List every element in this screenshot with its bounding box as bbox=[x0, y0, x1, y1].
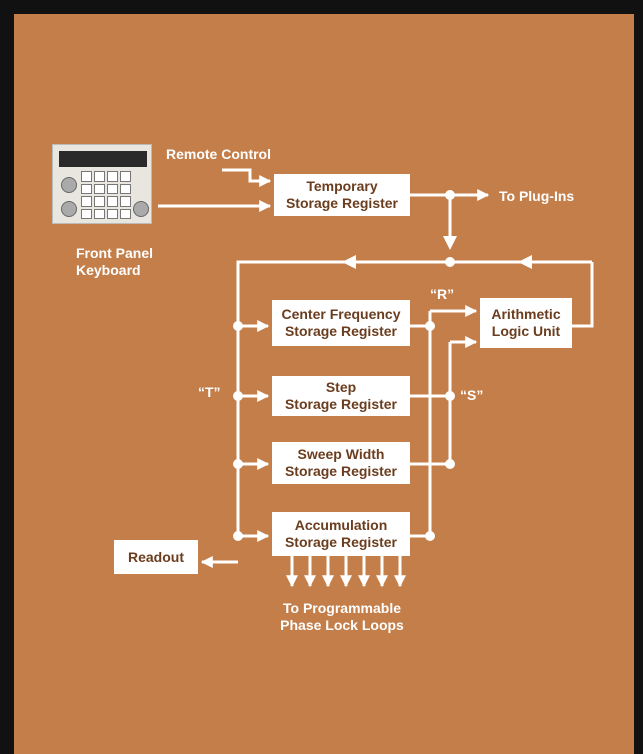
phase-lock-loops-line: Phase Lock Loops bbox=[280, 617, 404, 633]
step-storage-register: Step Storage Register bbox=[272, 376, 410, 416]
sweep-width-line1: Sweep Width bbox=[297, 446, 385, 462]
alu-line1: Arithmetic bbox=[491, 306, 561, 322]
r-label: “R” bbox=[430, 286, 455, 302]
step-line2: Storage Register bbox=[284, 396, 398, 412]
temporary-storage-register: Temporary Storage Register bbox=[274, 174, 410, 216]
center-frequency-line2: Storage Register bbox=[284, 323, 398, 339]
readout-text: Readout bbox=[128, 548, 184, 565]
accumulation-storage-register: Accumulation Storage Register bbox=[272, 512, 410, 556]
sweep-width-line2: Storage Register bbox=[284, 463, 398, 479]
accumulation-line2: Storage Register bbox=[284, 534, 398, 550]
remote-control-label: Remote Control bbox=[166, 146, 271, 162]
phase-lock-loops-label: To Programmable Phase Lock Loops bbox=[262, 600, 422, 634]
center-frequency-line1: Center Frequency bbox=[281, 306, 401, 322]
center-frequency-storage-register: Center Frequency Storage Register bbox=[272, 300, 410, 346]
temporary-line1: Temporary bbox=[306, 178, 378, 194]
front-panel-label: Front Panel Keyboard bbox=[76, 245, 153, 279]
accumulation-line1: Accumulation bbox=[294, 517, 388, 533]
arithmetic-logic-unit: Arithmetic Logic Unit bbox=[480, 298, 572, 348]
front-panel-line: Front Panel bbox=[76, 245, 154, 261]
step-line1: Step bbox=[325, 379, 357, 395]
to-programmable-line: To Programmable bbox=[283, 600, 401, 616]
keyboard-icon bbox=[52, 144, 152, 224]
temporary-line2: Storage Register bbox=[285, 195, 399, 211]
t-label: “T” bbox=[198, 384, 221, 400]
keyboard-line: Keyboard bbox=[76, 262, 141, 278]
sweep-width-storage-register: Sweep Width Storage Register bbox=[272, 442, 410, 484]
to-plug-ins-label: To Plug-Ins bbox=[499, 188, 575, 204]
readout-box: Readout bbox=[114, 540, 198, 574]
s-label: “S” bbox=[460, 387, 484, 403]
alu-line2: Logic Unit bbox=[491, 323, 561, 339]
